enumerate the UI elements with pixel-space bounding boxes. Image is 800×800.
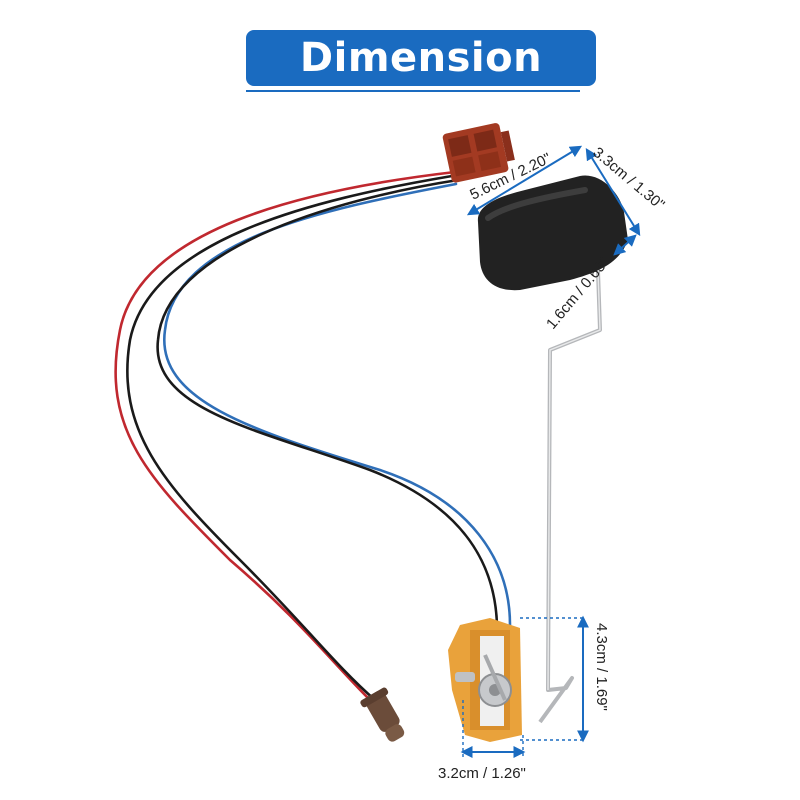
title-banner: Dimension	[246, 30, 596, 86]
wire-black-1	[126, 174, 454, 702]
label-housing-width: 3.2cm / 1.26"	[438, 765, 526, 782]
wire-red	[114, 170, 457, 702]
wire-blue	[162, 182, 512, 627]
extension-lines	[462, 617, 583, 758]
sender-housing	[448, 618, 522, 742]
banner-title: Dimension	[299, 35, 543, 81]
dimension-lines	[460, 145, 641, 758]
wire-harness	[114, 170, 512, 702]
banner-underline	[246, 90, 580, 92]
dim-line-float-width	[585, 147, 641, 237]
label-housing-height: 4.3cm / 1.69"	[593, 623, 610, 711]
dim-line-float-length	[466, 145, 583, 216]
wire-plug	[360, 687, 405, 742]
wire-black-2	[156, 178, 499, 627]
dim-line-float-thickness	[613, 234, 637, 256]
